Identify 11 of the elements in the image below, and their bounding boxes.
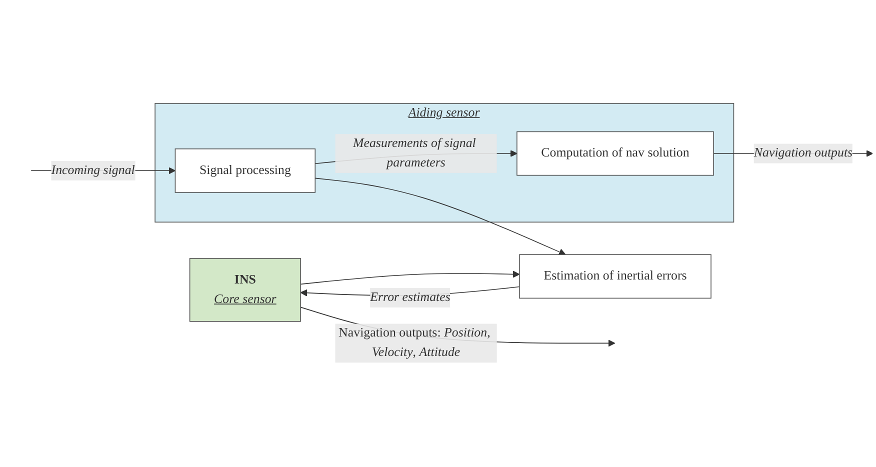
arrow [314, 178, 566, 256]
edge-label: Incoming signal [51, 164, 135, 178]
edge-label: Error estimates [370, 290, 450, 305]
node-box: Signal processing [174, 148, 316, 194]
edge-label: Measurements of signal parameters [352, 137, 476, 170]
node-box: Estimation of inertial errors [519, 254, 712, 300]
edge-label: Navigation outputs [754, 146, 853, 160]
node-box: INS Core sensor [189, 258, 301, 322]
node-box: Computation of nav solution [516, 132, 714, 176]
arrow [300, 271, 520, 286]
edge-label: Navigation outputs: Position, Velocity, Attitude [338, 326, 490, 360]
